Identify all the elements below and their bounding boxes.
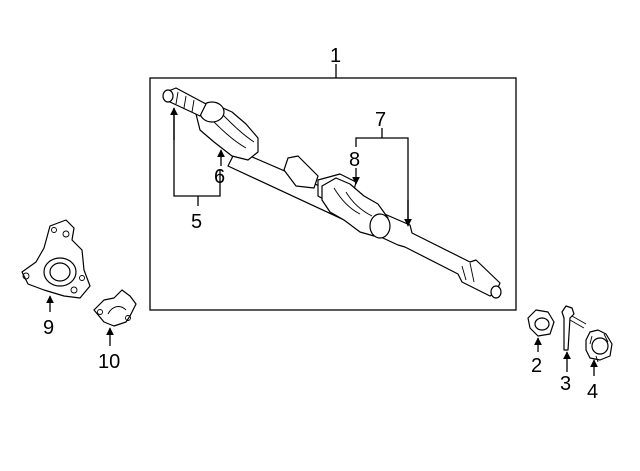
callout-5: 5 — [191, 211, 202, 233]
callout-1: 1 — [330, 45, 341, 67]
callout-9: 9 — [43, 317, 54, 339]
steering-knuckle — [21, 219, 91, 299]
callout-2: 2 — [531, 355, 542, 377]
axle-shaft-assembly — [162, 87, 502, 299]
nut-lock-cap — [585, 329, 613, 363]
dust-shield — [93, 289, 137, 327]
callout-6: 6 — [214, 166, 225, 188]
callout-7: 7 — [375, 109, 386, 131]
axle-nut — [527, 309, 555, 337]
cotter-pin — [561, 305, 587, 351]
assembly-frame — [149, 77, 517, 311]
callout-4: 4 — [587, 381, 598, 403]
callout-8: 8 — [349, 149, 360, 171]
callout-3: 3 — [560, 373, 571, 395]
leader-5 — [173, 108, 221, 197]
callout-10: 10 — [98, 351, 120, 373]
